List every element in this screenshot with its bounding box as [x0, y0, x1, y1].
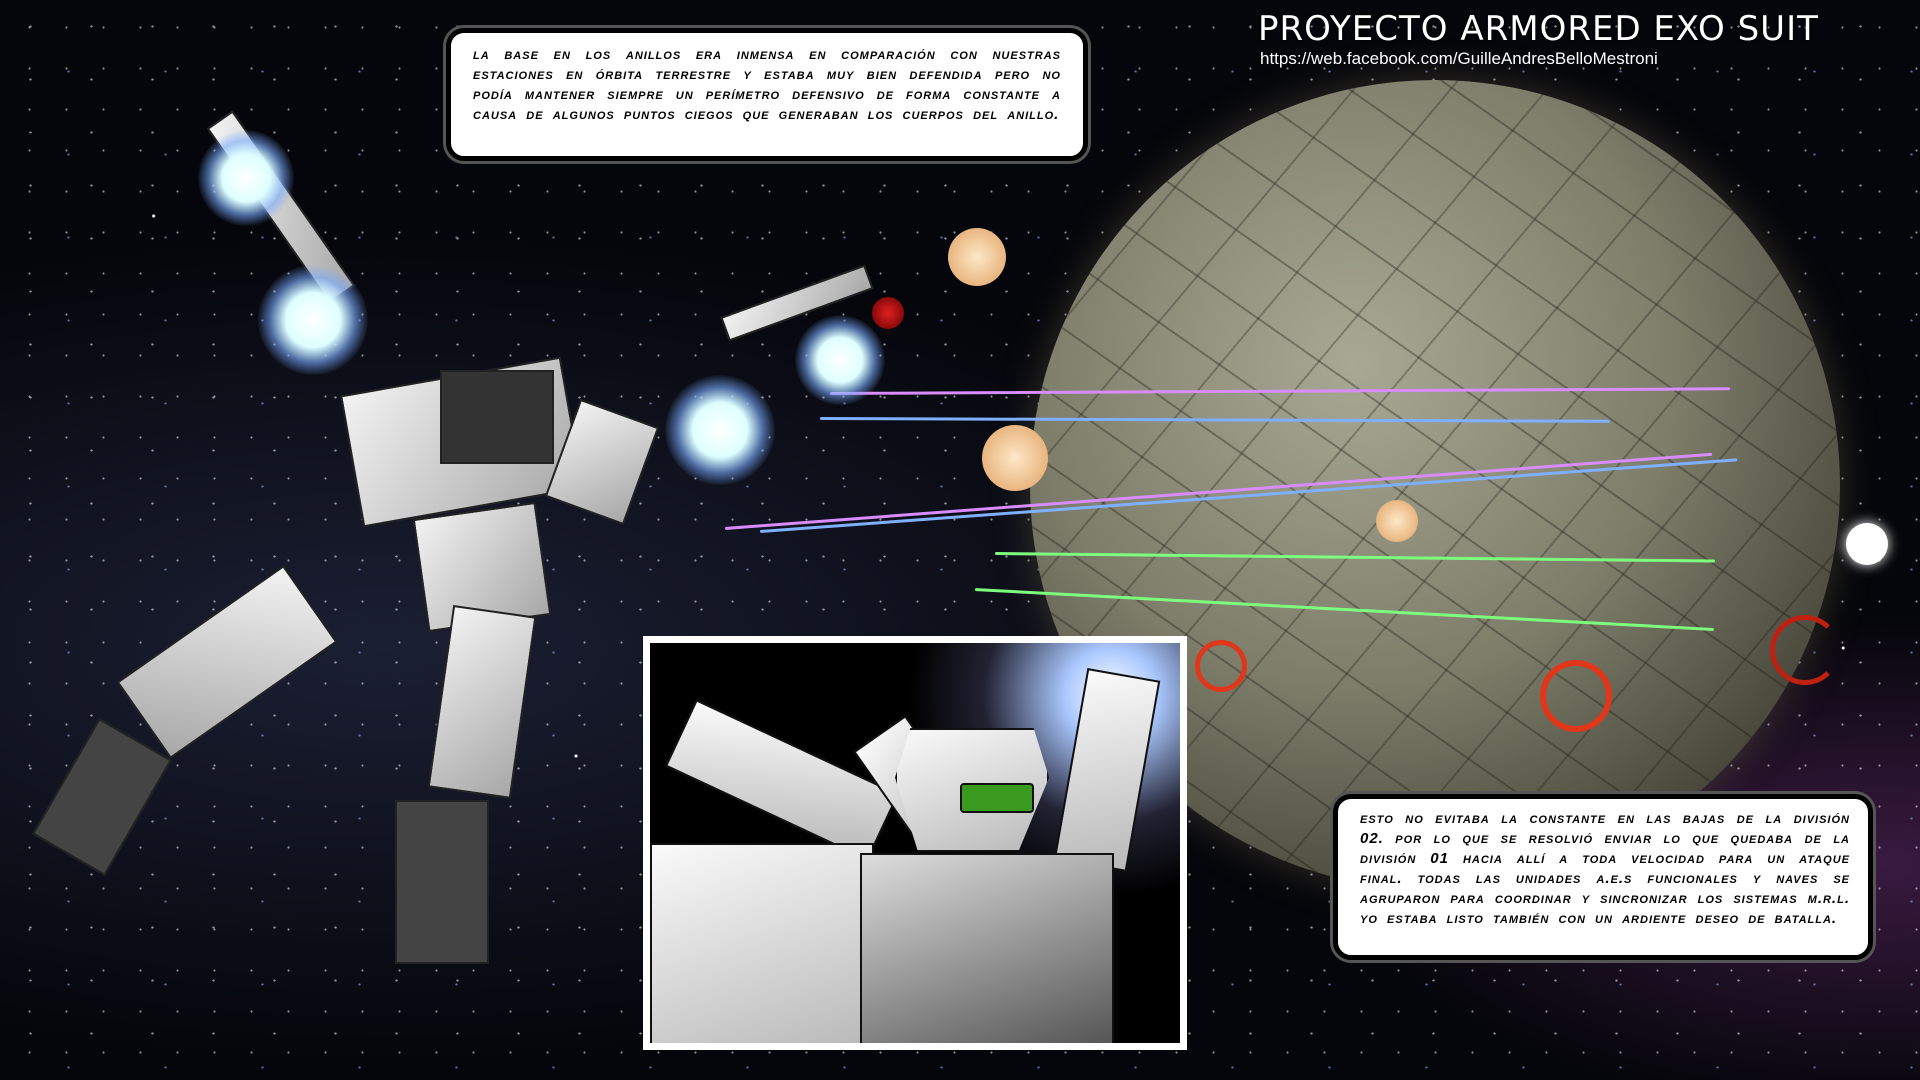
- inset-panel-mech-closeup: [643, 636, 1187, 1050]
- explosion-ring: [1770, 615, 1840, 685]
- red-orb: [872, 297, 904, 329]
- caption-box-bottom: Esto no evitaba la constante en las baja…: [1333, 794, 1873, 960]
- caption-box-top: La base en los anillos era inmensa en co…: [446, 28, 1088, 161]
- caption-text: La base en los anillos era inmensa en co…: [473, 46, 1061, 123]
- mech-chest: [860, 853, 1114, 1043]
- thruster-glow: [665, 375, 775, 485]
- thruster-glow: [198, 130, 294, 226]
- mech-cockpit: [440, 370, 554, 464]
- explosion-orb: [1376, 500, 1418, 542]
- explosion-ring: [1540, 660, 1612, 732]
- explosion-orb: [948, 228, 1006, 286]
- mech-wing: [1053, 668, 1161, 872]
- thruster-glow: [795, 315, 885, 405]
- thruster-glow: [258, 265, 368, 375]
- mech-arm: [650, 843, 874, 1043]
- mech-shoulder: [664, 699, 900, 861]
- author-url[interactable]: https://web.facebook.com/GuilleAndresBel…: [1260, 49, 1658, 68]
- white-orb: [1846, 523, 1888, 565]
- explosion-orb: [982, 425, 1048, 491]
- mech-foot-right: [395, 800, 489, 964]
- caption-text: Esto no evitaba la constante en las baja…: [1360, 810, 1850, 927]
- explosion-ring: [1195, 640, 1247, 692]
- mech-visor: [960, 783, 1034, 813]
- ring-base-planet: [1030, 80, 1840, 890]
- comic-title: PROYECTO ARMORED EXO SUIT: [1258, 9, 1819, 49]
